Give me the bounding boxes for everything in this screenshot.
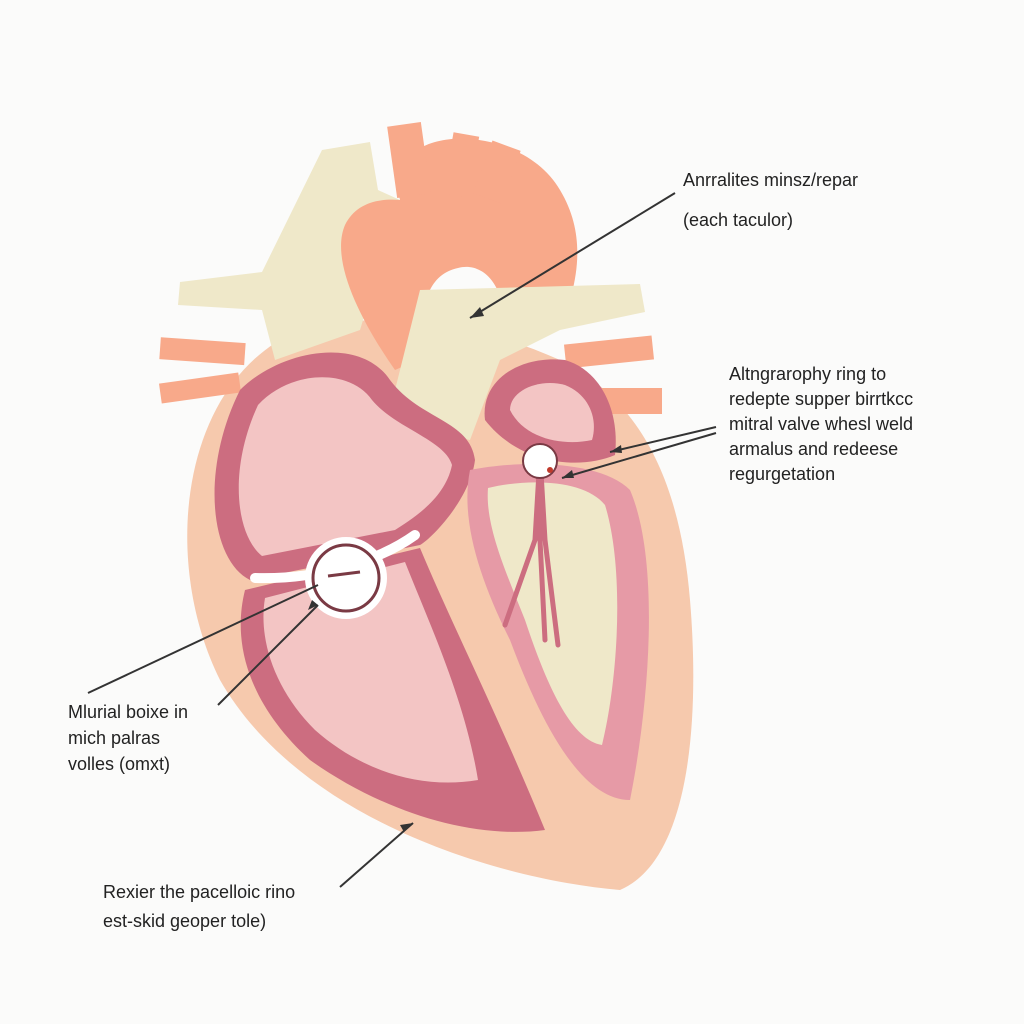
pointer-right-2 bbox=[561, 432, 717, 479]
aortic-branch-1 bbox=[387, 121, 431, 199]
left-atrium-inner bbox=[510, 382, 594, 443]
pointer-lines bbox=[87, 192, 717, 888]
annotation-left: Mlurial boixe in mich palras volles (omx… bbox=[68, 699, 188, 777]
annotation-bottom: Rexier the pacelloic rino est-skid geope… bbox=[103, 878, 295, 936]
mitral-valve-ring bbox=[522, 443, 558, 479]
right-ventricle-inner bbox=[263, 562, 478, 783]
annotation-bottom-line-1: Rexier the pacelloic rino bbox=[103, 882, 296, 902]
pointer-right-1 bbox=[609, 426, 717, 453]
pulmonary-vein-left-1 bbox=[159, 337, 246, 366]
annotation-left-line-3: volles (omxt) bbox=[68, 754, 171, 774]
annotation-left-line-1: Mlurial boixe in bbox=[68, 702, 189, 722]
mitral-valve-dot bbox=[547, 467, 553, 473]
annotation-right-line-1: Altngrarophу ring to bbox=[729, 364, 887, 384]
pulmonary-vein-left-2 bbox=[158, 372, 242, 404]
annotation-right-line-5: regurgetation bbox=[729, 464, 836, 484]
annotation-right-line-4: armalus and redeese bbox=[729, 439, 899, 459]
annotation-left-line-2: mich palras bbox=[68, 728, 161, 748]
annotation-right-line-3: mitral valve whesl weld bbox=[729, 414, 914, 434]
annotation-top-right-line-1: Anrralites minsz/repar bbox=[683, 170, 859, 190]
annotation-right-line-2: redepte supper birrtkcc bbox=[729, 389, 914, 409]
pulmonary-trunk bbox=[395, 284, 645, 440]
pointer-bottom bbox=[339, 822, 414, 888]
aortic-branch-2 bbox=[442, 132, 480, 198]
tricuspid-valve-mark bbox=[327, 570, 361, 578]
pointer-left-2 bbox=[217, 604, 319, 706]
annotation-right: Altngrarophу ring to redepte supper birr… bbox=[729, 362, 913, 487]
annotation-top-right-line-2: (each taculor) bbox=[683, 210, 794, 230]
vessel-cream-left bbox=[178, 142, 400, 360]
annotation-top-right: Anrralites minsz/repar (each taculor) bbox=[683, 160, 858, 240]
tricuspid-valve-ring-inner bbox=[311, 543, 381, 613]
pointer-left-1 bbox=[87, 584, 319, 694]
annotation-bottom-line-2: est-skid geoper tole) bbox=[103, 911, 267, 931]
pointer-arrowheads bbox=[308, 307, 622, 832]
pointer-top-right bbox=[469, 192, 676, 319]
pulmonary-vein-right-1 bbox=[563, 335, 655, 369]
aortic-branch-3 bbox=[473, 140, 521, 204]
right-atrium-inner bbox=[238, 377, 452, 556]
chordae-tendineae bbox=[502, 452, 561, 648]
